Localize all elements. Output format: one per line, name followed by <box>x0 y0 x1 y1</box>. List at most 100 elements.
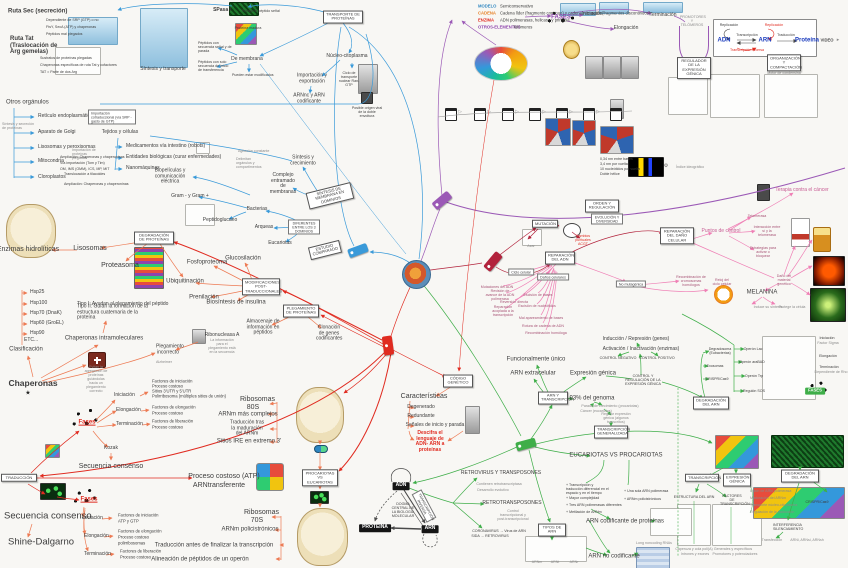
box-traduccion[interactable]: TRADUCCIÓN <box>1 473 37 483</box>
lbl-cancer-euc: Cáncer (eucariotas) <box>580 408 612 413</box>
dna-wrapping-drawing <box>668 77 708 115</box>
box-estudio-comparado[interactable]: ESTUDIO COMPARADO <box>307 239 343 261</box>
lbl-secuencia-consenso-euk: Secuencia consenso <box>78 463 144 471</box>
lbl-tr-iniciacion: Iniciación <box>819 335 835 340</box>
lbl-evp-6: + ARNm policistrónicos <box>624 496 662 501</box>
branch-tag-arn[interactable] <box>515 437 537 452</box>
tag-hole <box>384 344 389 348</box>
box-transporte-proteinas[interactable]: TRANSPORTE DE PROTEÍNAS <box>323 10 363 24</box>
gear-icon: ⚙ <box>663 163 669 170</box>
box-evolucion[interactable]: EVOLUCIÓN Y DIVERSIDAD <box>591 213 623 225</box>
box-reparacion-dano[interactable]: REPARACIÓN DEL DAÑO CELULAR <box>660 227 694 245</box>
lbl-entidades: Entidades biológicas (curar enfermedades… <box>126 154 222 161</box>
legend-modelo-val: Semiconservativo <box>500 3 534 9</box>
lbl-euc-vs-proc: EUCARIOTAS VS PROCARIOTAS <box>569 452 663 459</box>
edge-blue-4 <box>342 22 353 54</box>
legend-modelo-key: MODELO <box>478 3 497 9</box>
box-regulador[interactable]: Regulador de la expresión génica <box>677 57 711 79</box>
lbl-terapia-cancer: Terapia contra el cáncer <box>775 187 829 194</box>
box-orden-regulacion[interactable]: ORDEN Y REGULACIÓN <box>585 199 619 213</box>
edge-green-154 <box>536 364 549 393</box>
legend-enzima-key: ENZIMA <box>478 17 495 23</box>
box-codigo-genetico[interactable]: CÓDIGO GENÉTICO <box>443 374 473 388</box>
branch-tag-traduccion[interactable] <box>381 335 395 356</box>
lbl-regulon-sos: Regulón SOS <box>743 388 765 393</box>
edge-pink-63 <box>545 271 558 331</box>
box-arn-transcripcion[interactable]: ARN Y TRANSCRIPCIÓN <box>538 391 574 405</box>
lbl-interaccion: Interacción entre sí y la telomerasa <box>753 224 781 238</box>
lbl-proteasoma: Proteasoma <box>101 262 139 270</box>
box-tipos-arn[interactable]: TIPOS DE ARN <box>538 523 566 537</box>
box-mutacion[interactable]: MUTACIÓN <box>532 219 558 229</box>
box-no-mutagenica[interactable]: No mutagénica <box>615 280 647 288</box>
box-reparacion-adn[interactable]: REPARACIÓN DEL ADN <box>545 251 575 265</box>
box-expresion-genica[interactable]: EXPRESIÓN GÉNICA <box>723 473 751 487</box>
eukaryote-art-image <box>715 435 759 469</box>
lbl-euk-ini-4: Polirribosoma (múltiples sitios de unión… <box>152 393 227 399</box>
lbl-sintesis-transporte: Síntesis y transporte <box>140 66 186 73</box>
lbl-eg-2: Maduración del ARNm <box>750 495 786 500</box>
lbl-gram: Gram - y Gram + <box>171 193 209 200</box>
lbl-rep-terminacion: Terminación <box>649 12 677 19</box>
box-danos-celulares[interactable]: Daños celulares <box>537 273 569 281</box>
edge-coral-151 <box>447 430 464 442</box>
box-sintesis-membrana[interactable]: SÍNTESIS DE MEMBRANA EN DOMINIOS <box>305 181 355 211</box>
lbl-dogma-proteina: Proteína <box>794 37 820 44</box>
lbl-rep-9: Recombinación homóloga <box>525 330 567 335</box>
cell-cycle-clock-icon <box>714 285 733 304</box>
tag-hole <box>434 202 440 207</box>
lbl-lisosomas-perox: Lisosomas y peroxisomas <box>38 144 96 151</box>
box-modificaciones[interactable]: MODIFICACIONES POST- TRADUCCIONALES <box>242 278 282 296</box>
box-organizacion[interactable]: Organización y compactación <box>767 54 802 72</box>
box-degradacion-arn-2[interactable]: DEGRADACIÓN DEL ARN <box>781 469 819 483</box>
box-transcripcion[interactable]: TRANSCRIPCIÓN <box>685 473 721 483</box>
edge-red-85 <box>392 349 447 378</box>
lbl-prok-ter-1: Factores de liberación <box>120 548 162 554</box>
lbl-fases-euk: Fases <box>78 419 96 426</box>
edge-pink-78 <box>751 296 763 305</box>
lbl-funcionalmente-unico: Funcionalmente único <box>506 356 566 363</box>
box-plegamiento[interactable]: PLEGAMIENTO DE PROTEÍNAS <box>283 304 319 318</box>
branch-tag-proteinas[interactable] <box>347 242 369 259</box>
edge-coral-98 <box>141 422 151 427</box>
chip-proteina[interactable]: PROTEÍNA <box>359 524 391 532</box>
lbl-dna-2: 3,4 nm por vuelta <box>600 161 628 166</box>
link-video[interactable]: VIDEO <box>820 37 834 43</box>
box-proc-vs-euc[interactable]: PROCARIOTAS VS EUCARIOTAS <box>302 469 338 487</box>
lbl-alzheimer: Alzheimer <box>156 359 172 364</box>
lbl-rer-note: Síntesis y secreción de proteínas <box>2 121 34 130</box>
box-degradacion-arn-1[interactable]: DEGRADACIÓN DEL ARN <box>693 396 729 410</box>
lbl-eg-4: Regulación de la traducción <box>750 509 795 514</box>
timeline-arrow-1: ▷ <box>458 109 462 116</box>
chip-adn[interactable]: ADN <box>392 482 410 490</box>
central-topic-image <box>402 260 431 289</box>
lbl-regular-expresion: Regular expresión génica (algunos transc… <box>601 411 631 425</box>
lbl-fumar: FUMAR <box>792 235 806 240</box>
lbl-control-regulacion: CONTROL Y REGULACIÓN DE LA EXPRESIÓN GÉN… <box>625 373 661 387</box>
lysosome-cell-map <box>6 204 56 258</box>
sintesis-transporte-diagram <box>140 8 188 68</box>
edge-pink-79 <box>762 296 776 305</box>
lbl-hsp-etc: ETC... <box>24 337 39 344</box>
lbl-mito-2: Vía importación (Tom y Tim) <box>60 160 105 165</box>
sec-membrane-diagram <box>68 17 118 45</box>
box-transcripcion-gen[interactable]: TRANSCRIPCIÓN GENERALIZADA <box>594 425 630 439</box>
lbl-rep-elongacion: Elongación <box>613 25 639 32</box>
edge-green-181 <box>695 483 700 493</box>
lbl-medicamentos: Medicamentos vía intestino (robots) <box>126 143 206 150</box>
lbl-arni: ARNi, ARNsi, ARNsh <box>790 537 824 542</box>
box-degradacion-proteinas[interactable]: DEGRADACIÓN DE PROTEÍNAS <box>134 231 174 245</box>
lbl-lisosomas: Lisosomas <box>73 245 107 253</box>
chip-fases-transcripcion[interactable]: FASES <box>805 387 825 395</box>
dna-crystal-2 <box>572 120 596 146</box>
fluorescence-gel-1 <box>40 483 66 500</box>
edge-green-193 <box>681 313 735 346</box>
lbl-puntos-control: Puntos de control <box>701 228 741 235</box>
tag-hole <box>486 264 491 269</box>
chip-arn[interactable]: ARN <box>421 525 439 533</box>
lbl-sec-item-3: Péptidos mal plegados <box>46 31 83 36</box>
melanin-radial-photo <box>810 288 846 322</box>
branch-tag-adn[interactable] <box>431 190 453 211</box>
branch-tag-reparacion[interactable] <box>483 250 503 273</box>
box-ciclo-celular[interactable]: Ciclo celular <box>508 268 534 276</box>
